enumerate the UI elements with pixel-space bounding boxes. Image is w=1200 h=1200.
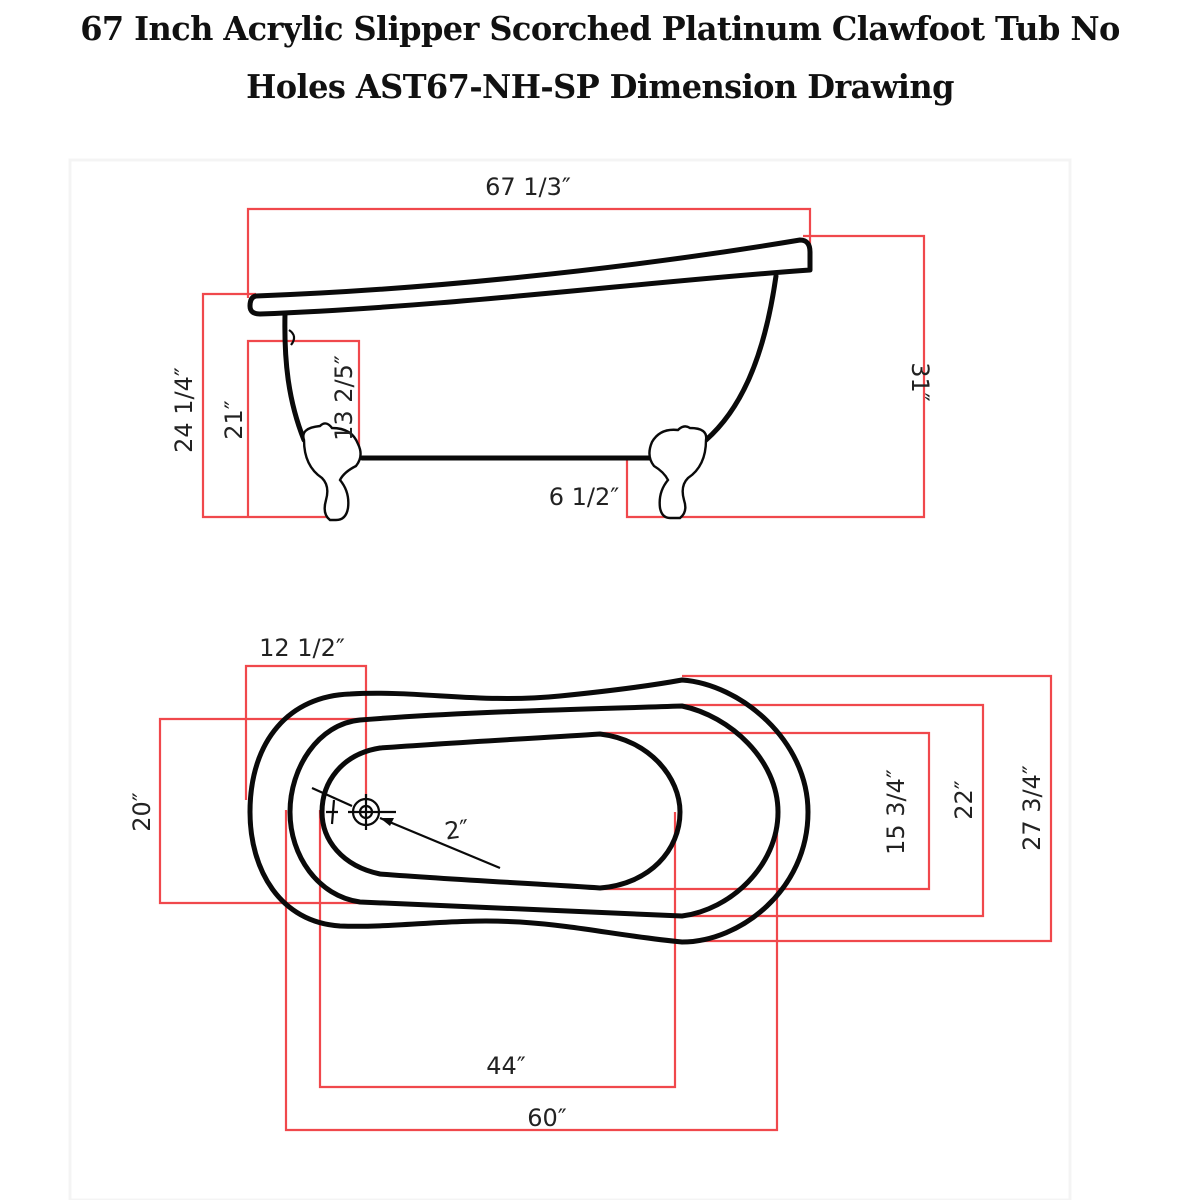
- dim-overall-width: [682, 674, 1053, 943]
- tub-inner-rim: [287, 703, 781, 919]
- title-line-2: Holes AST67-NH-SP Dimension Drawing: [246, 67, 954, 106]
- drain-marker: [326, 799, 338, 825]
- label-foot-to-wall: 13 2/5″: [330, 355, 358, 441]
- dim-interior-height: [246, 339, 361, 517]
- label-inner-rim-width: 22″: [950, 780, 978, 820]
- dim-drain-offset: [244, 664, 368, 800]
- label-interior-width: 15 3/4″: [882, 769, 910, 855]
- tub-left-wall: [282, 311, 307, 443]
- label-interior-height: 21″: [220, 400, 248, 440]
- tub-right-wall: [703, 273, 779, 443]
- label-drain-offset: 12 1/2″: [259, 634, 345, 662]
- label-overall-height: 31″: [906, 362, 934, 402]
- label-foot-offset: 6 1/2″: [549, 483, 620, 511]
- side-view: 67 1/3″ 24 1/4″ 21″ 13 2/5″ 31″ 6 1/2″: [170, 173, 934, 522]
- label-drain-diameter: 2″: [443, 815, 471, 846]
- label-overall-width: 27 3/4″: [1018, 765, 1046, 851]
- dim-interior-length: [318, 810, 677, 1089]
- dim-inner-rim-length: [284, 810, 779, 1132]
- label-rim-height: 24 1/4″: [170, 367, 198, 453]
- left-claw-foot: [302, 422, 362, 522]
- title-line-1: 67 Inch Acrylic Slipper Scorched Platinu…: [80, 9, 1120, 48]
- label-interior-length: 44″: [486, 1052, 526, 1080]
- dim-interior-width: [600, 731, 931, 891]
- label-overall-length: 67 1/3″: [485, 173, 571, 201]
- label-end-width: 20″: [128, 792, 156, 832]
- drain-leader-right: [379, 816, 501, 870]
- dim-overall-length: [246, 207, 812, 298]
- dim-overall-height: [625, 234, 926, 519]
- dim-end-width: [158, 717, 360, 905]
- label-inner-rim-length: 60″: [527, 1104, 567, 1132]
- dim-inner-rim-width: [682, 703, 985, 918]
- top-view: 12 1/2″ 2″ 20″ 15 3/4″ 22″ 27 3/4″ 44″ 6…: [128, 634, 1053, 1132]
- right-claw-foot: [648, 425, 708, 520]
- tub-rim: [247, 237, 813, 317]
- drawing-frame: [68, 158, 1072, 1200]
- tub-outer-rim: [247, 677, 811, 945]
- page-title: 67 Inch Acrylic Slipper Scorched Platinu…: [18, 0, 1182, 116]
- drain-leader-left: [311, 786, 353, 808]
- tub-hook: [288, 329, 296, 346]
- dim-rim-height: [201, 292, 330, 519]
- tub-interior-basin: [319, 731, 683, 891]
- arrowhead-icon: [380, 818, 394, 826]
